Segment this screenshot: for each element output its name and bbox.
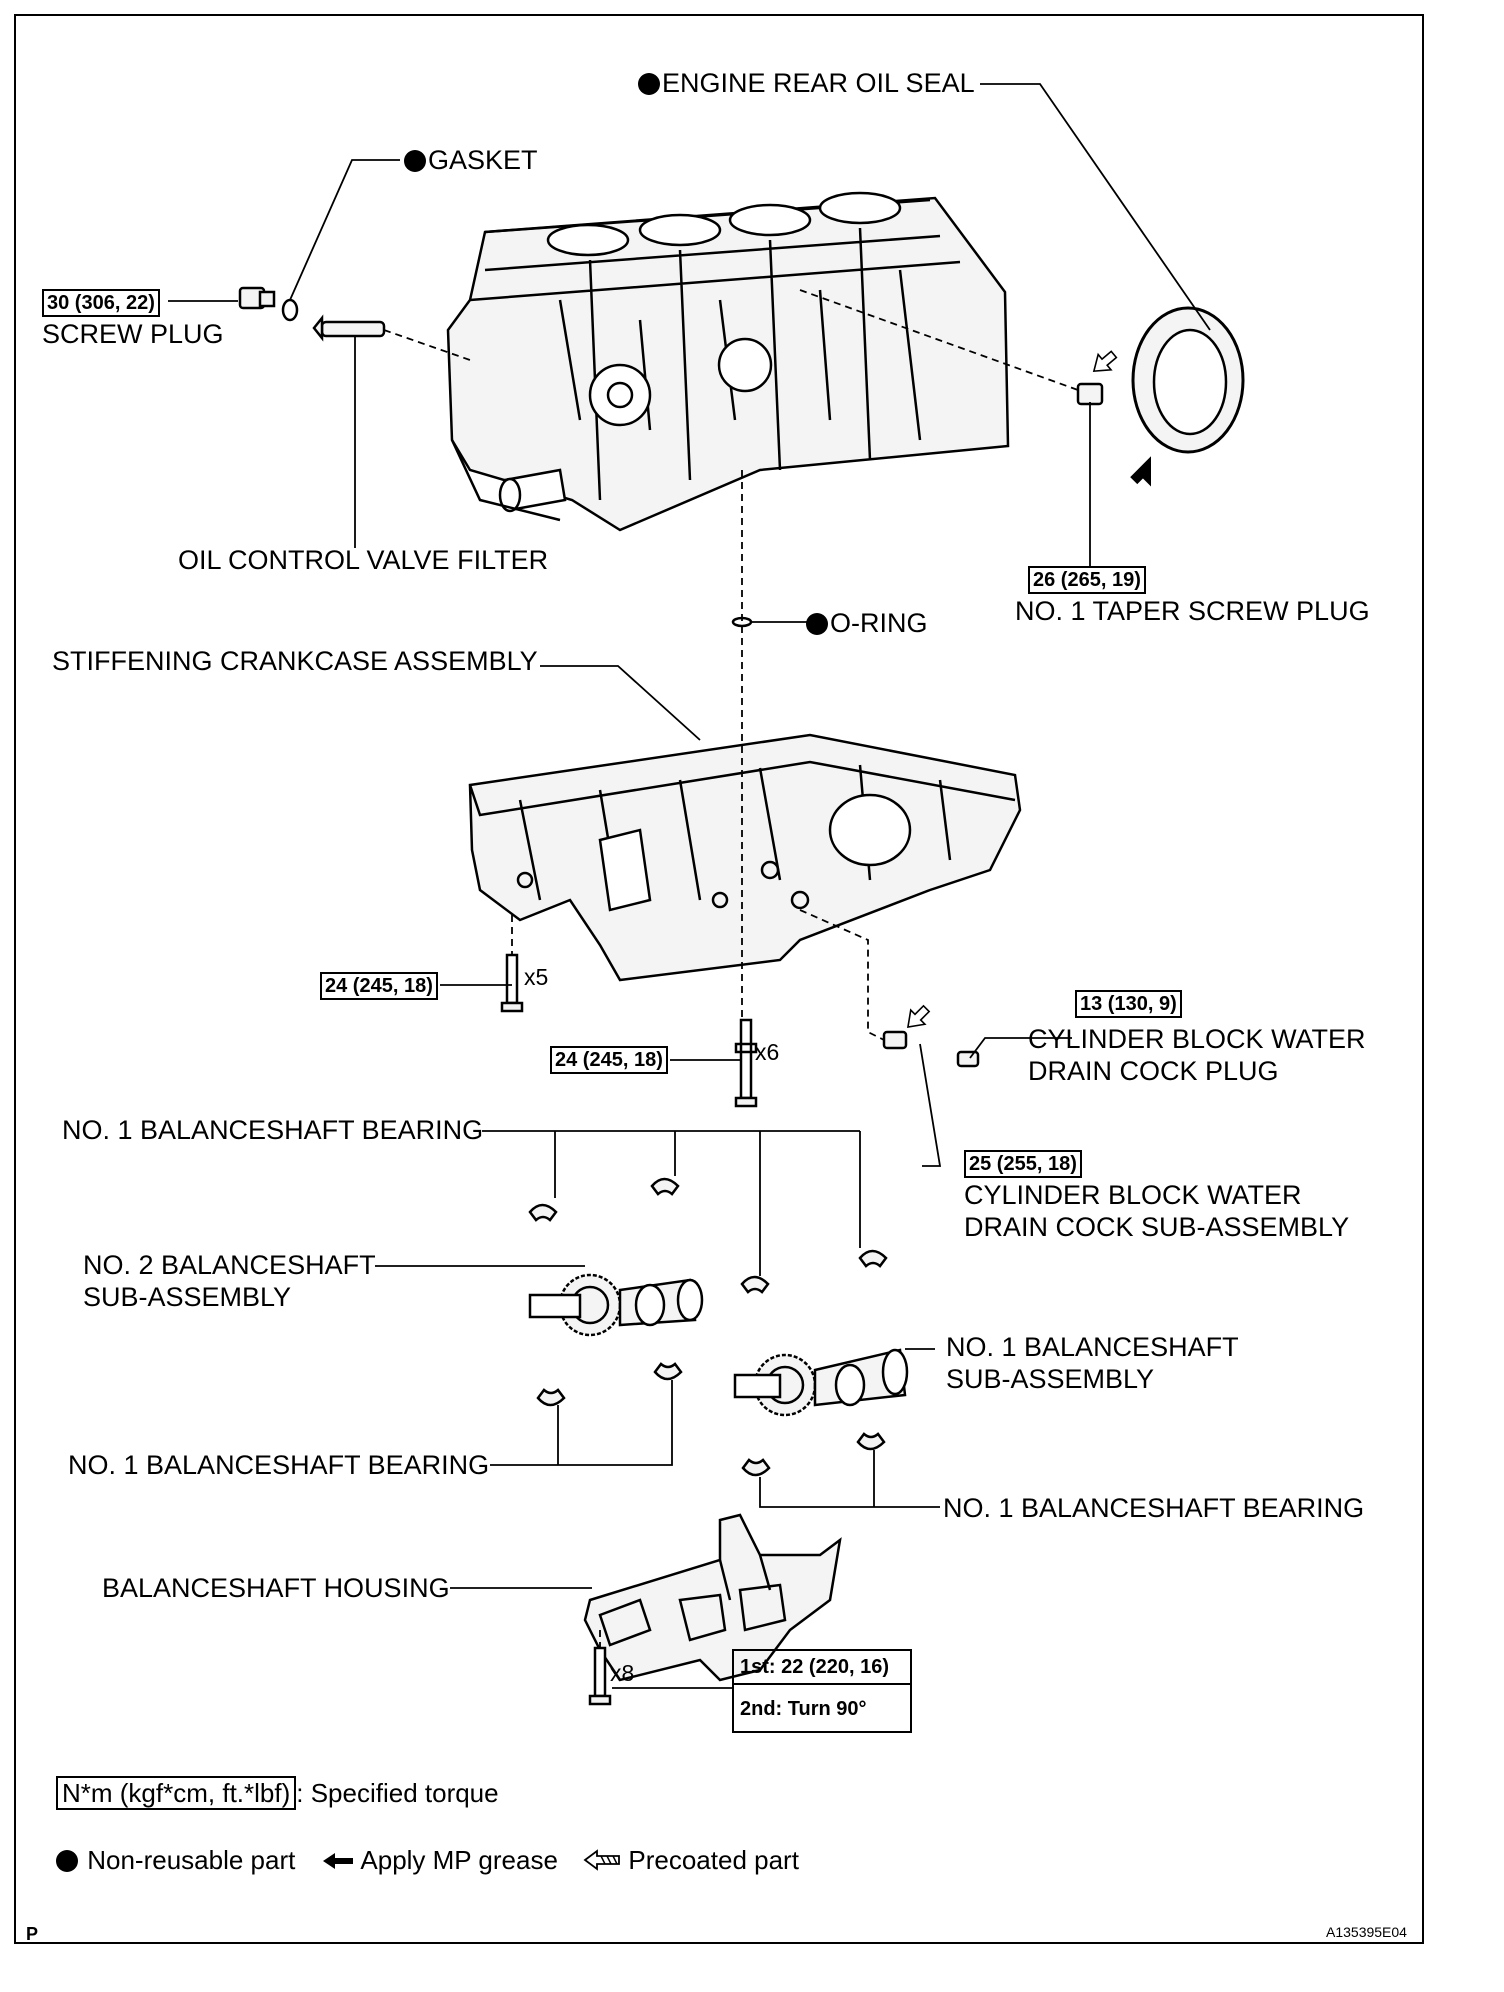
non-reusable-dot-icon: [638, 73, 660, 95]
torque-housing-second: 2nd: Turn 90°: [740, 1698, 867, 1720]
footer-left-code: P: [26, 1924, 39, 1944]
qty-bolt-b: x6: [755, 1039, 780, 1065]
torque-taper-screw-plug: 26 (265, 19): [1028, 566, 1146, 594]
label-no2-balanceshaft-line2: SUB-ASSEMBLY: [83, 1282, 292, 1312]
label-drain-cock-plug-line2: DRAIN COCK PLUG: [1028, 1056, 1279, 1086]
legend-torque-desc: : Specified torque: [296, 1778, 499, 1808]
legend-torque-unit: N*m (kgf*cm, ft.*lbf): [56, 1776, 297, 1810]
legend-symbols: Non-reusable part Apply MP grease Precoa…: [56, 1845, 799, 1875]
torque-screw-plug: 30 (306, 22): [42, 289, 160, 317]
label-o-ring: O-RING: [806, 608, 928, 639]
figure-frame: [14, 14, 1424, 1944]
torque-housing-first: 1st: 22 (220, 16): [734, 1651, 910, 1685]
label-stiffening-crankcase: STIFFENING CRANKCASE ASSEMBLY: [52, 646, 538, 676]
label-bearing-right: NO. 1 BALANCESHAFT BEARING: [943, 1493, 1365, 1523]
legend-non-reusable: Non-reusable part: [87, 1845, 296, 1875]
qty-bolt-a: x5: [524, 964, 549, 990]
label-gasket: GASKET: [404, 145, 538, 176]
non-reusable-dot-icon: [806, 613, 828, 635]
precoated-arrow-icon: [906, 350, 1118, 1029]
no1-balanceshaft-drawing: [733, 1348, 909, 1417]
leader-lines: [168, 83, 1211, 1689]
label-no1-balanceshaft-line1: NO. 1 BALANCESHAFT: [946, 1332, 1239, 1362]
alignment-lines: [383, 289, 1079, 1648]
no2-balanceshaft-drawing: [528, 1273, 704, 1337]
label-no2-balanceshaft-line1: NO. 2 BALANCESHAFT: [83, 1250, 376, 1280]
non-reusable-dot-icon: [404, 150, 426, 172]
label-oil-control-valve-filter: OIL CONTROL VALVE FILTER: [178, 545, 549, 575]
label-drain-cock-plug-line1: CYLINDER BLOCK WATER: [1028, 1024, 1366, 1054]
small-parts: [238, 286, 1245, 1706]
label-drain-cock-sub-line1: CYLINDER BLOCK WATER: [964, 1180, 1302, 1210]
legend-precoated: Precoated part: [628, 1845, 799, 1875]
qty-housing-bolts: x8: [610, 1660, 635, 1686]
label-screw-plug: SCREW PLUG: [42, 319, 224, 349]
label-engine-rear-oil-seal: ENGINE REAR OIL SEAL: [638, 68, 975, 99]
stiffening-crankcase-drawing: [468, 733, 1022, 982]
mp-grease-arrow-icon: [322, 1853, 353, 1869]
label-balanceshaft-housing: BALANCESHAFT HOUSING: [102, 1573, 450, 1603]
legend-mp-grease: Apply MP grease: [360, 1845, 558, 1875]
non-reusable-dot-icon: [56, 1850, 78, 1872]
label-taper-screw-plug: NO. 1 TAPER SCREW PLUG: [1015, 596, 1370, 626]
torque-crankcase-bolt-a: 24 (245, 18): [320, 972, 438, 1000]
torque-crankcase-bolt-b: 24 (245, 18): [550, 1046, 668, 1074]
label-no1-balanceshaft-line2: SUB-ASSEMBLY: [946, 1364, 1155, 1394]
torque-drain-cock-sub: 25 (255, 18): [964, 1150, 1082, 1178]
precoated-part-arrow-icon: [583, 1849, 621, 1871]
bearing-shells: [528, 1177, 888, 1477]
cylinder-block: [446, 191, 1010, 532]
balanceshaft-housing-drawing: [583, 1513, 842, 1682]
label-bearing-mid: NO. 1 BALANCESHAFT BEARING: [68, 1450, 490, 1480]
figure-reference-code: A135395E04: [1326, 1924, 1407, 1940]
grease-arrow-icon: [1130, 456, 1151, 487]
torque-drain-cock-plug: 13 (130, 9): [1075, 990, 1182, 1018]
housing-torque-spec-box: 1st: 22 (220, 16) 2nd: Turn 90°: [732, 1649, 912, 1733]
label-drain-cock-sub-line2: DRAIN COCK SUB-ASSEMBLY: [964, 1212, 1350, 1242]
label-bearing-top: NO. 1 BALANCESHAFT BEARING: [62, 1115, 484, 1145]
legend-torque: N*m (kgf*cm, ft.*lbf): Specified torque: [56, 1776, 499, 1810]
